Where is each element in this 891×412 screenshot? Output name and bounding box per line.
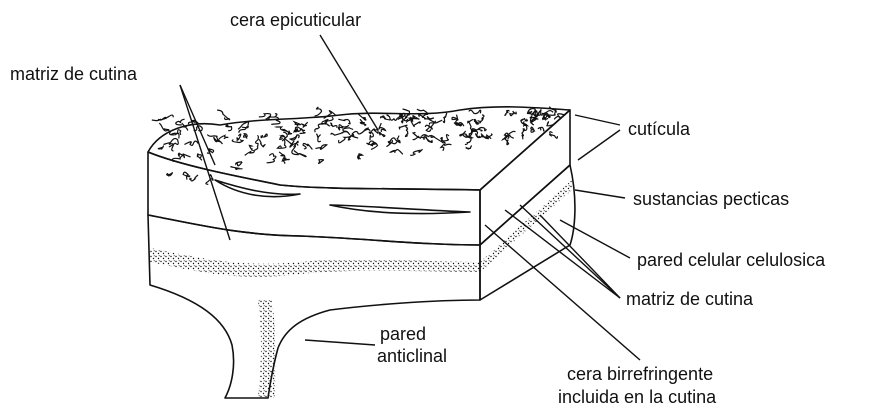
wax-squiggle [219,136,229,140]
wax-squiggle [358,114,366,120]
wax-squiggle [410,149,422,155]
label-pared-anticlinal-2: anticlinal [377,346,447,366]
cell-wall-region [148,215,480,398]
wax-squiggle [164,143,174,151]
wax-squiggle [275,127,287,131]
wax-squiggle [531,127,535,132]
cutin-lens-2 [330,205,470,214]
wax-squiggle [217,110,230,120]
wax-squiggle [324,111,335,119]
leader-lines [180,35,640,360]
wax-squiggle [236,162,243,166]
wax-squiggle [316,145,327,150]
wax-squiggle [505,110,509,115]
wax-squiggle [331,123,337,128]
wax-squiggle [364,128,371,131]
label-matriz-de-cutina-bottom: matriz de cutina [626,289,754,309]
wax-squiggle [158,146,163,149]
wax-squiggle [256,135,259,146]
wax-squiggle [379,132,385,136]
wax-squiggle [190,175,198,181]
label-pared-anticlinal-1: pared [380,324,426,344]
wax-squiggle [214,137,223,144]
wax-squiggle [160,115,174,120]
wax-squiggle [244,134,248,139]
wax-squiggle [460,131,470,136]
wax-squiggle [267,154,276,163]
wax-squiggle [419,115,434,119]
wax-squiggle [369,132,373,140]
wax-squiggle [272,117,280,125]
wax-squiggles [152,107,565,185]
wax-squiggle [478,128,486,131]
wax-squiggle [352,132,363,137]
wax-squiggle [249,145,252,151]
wax-squiggle [441,144,451,151]
wax-squiggle [231,167,243,170]
wax-squiggle [547,122,556,126]
wax-squiggle [478,115,484,122]
wax-squiggle [527,109,532,113]
wax-squiggle [505,131,516,138]
wax-squiggle [290,135,299,140]
pectic-band [150,248,480,277]
wax-squiggle [510,111,516,116]
wax-squiggle [405,129,408,137]
wax-squiggle [226,125,232,131]
wax-squiggle [294,151,306,157]
wax-squiggle [413,133,419,140]
wax-squiggle [466,146,472,150]
wax-squiggle [379,123,385,132]
wax-squiggle [297,129,305,134]
wax-squiggle [266,114,277,120]
wax-squiggle [443,113,447,123]
label-sustancias-pecticas: sustancias pecticas [633,189,789,209]
wax-squiggle [159,123,168,131]
wax-squiggle [452,115,458,120]
wax-squiggle [302,122,308,127]
wax-squiggle [421,135,434,138]
label-pared-celular-celulosica: pared celular celulosica [637,250,826,270]
wax-squiggle [259,139,265,146]
label-matriz-de-cutina-top: matriz de cutina [10,64,138,84]
wax-squiggle [166,172,172,176]
wax-squiggle [294,122,301,126]
wax-squiggle [469,110,481,113]
label-cera-epicuticular: cera epicuticular [230,10,361,30]
wax-squiggle [550,132,558,139]
wax-squiggle [521,119,527,121]
wax-squiggle [278,140,286,149]
cutin-matrix-layer [148,152,480,245]
wax-squiggle [331,132,348,136]
wax-squiggle [261,134,267,138]
wax-squiggle [303,143,312,149]
label-cera-birrefringente-1: cera birrefringente [567,364,713,384]
wax-squiggle [315,124,324,132]
wax-squiggle [315,107,322,116]
label-cera-birrefringente-2: incluida en la cutina [558,387,717,407]
anticlinal-wall [258,300,276,398]
wax-squiggle [538,127,545,131]
wax-squiggle [197,154,202,160]
cutin-lens-1 [215,180,300,197]
wax-squiggle [399,125,407,129]
wax-squiggle [338,119,350,124]
wax-squiggle [318,160,324,164]
wax-squiggle [358,153,363,159]
wax-squiggle [317,134,321,142]
wax-squiggle [184,141,198,145]
wax-squiggle [183,172,190,179]
label-cuticula: cutícula [628,119,691,139]
wax-squiggle [390,149,403,154]
